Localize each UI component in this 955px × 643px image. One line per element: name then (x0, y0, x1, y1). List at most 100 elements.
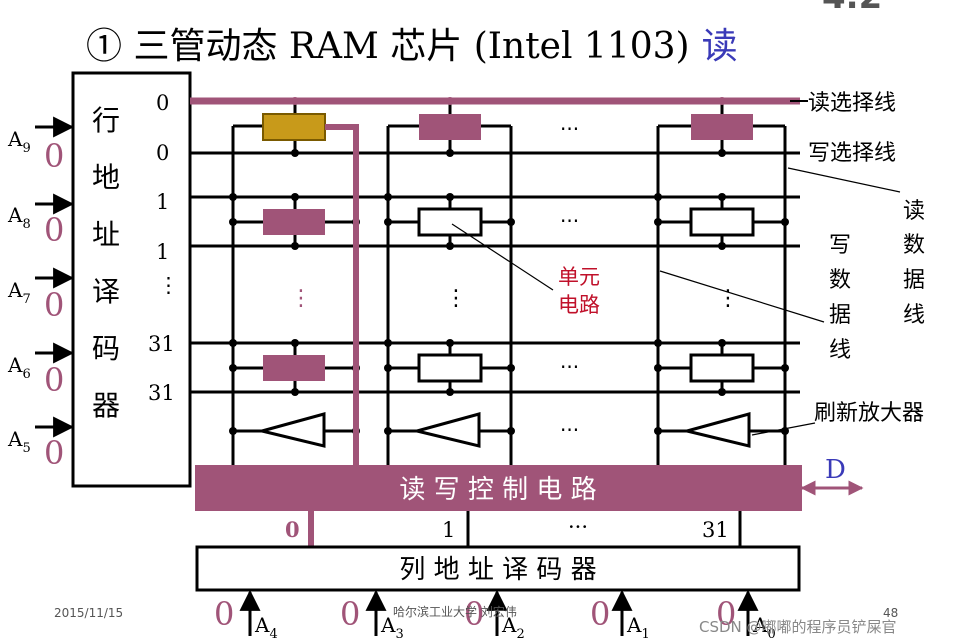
svg-text:数: 数 (829, 268, 851, 293)
address-input-a8: A8 0 (7, 193, 75, 249)
svg-text:A7: A7 (7, 278, 31, 307)
svg-text:0: 0 (716, 595, 736, 633)
memory-cell-active (262, 113, 326, 141)
svg-text:0: 0 (44, 286, 64, 324)
svg-text:译: 译 (92, 275, 120, 308)
svg-text:数: 数 (903, 233, 925, 258)
title-highlight: 读 (702, 26, 738, 67)
svg-text:0: 0 (44, 434, 64, 472)
refresh-amplifiers (261, 412, 751, 448)
footer-source: 哈尔滨工业大学 刘宏伟 (393, 604, 517, 619)
svg-text:A9: A9 (7, 127, 31, 156)
svg-text:0: 0 (156, 141, 169, 165)
svg-text:器: 器 (92, 389, 120, 422)
svg-text:⋮: ⋮ (158, 273, 179, 297)
memory-cell (417, 207, 483, 237)
column-address-inputs: 0 A4 0 A3 0 A2 0 A1 0 A0 (214, 589, 776, 642)
cell-circuit-label: 单元电路 (558, 265, 600, 317)
svg-text:0: 0 (285, 517, 300, 542)
junction-dots (229, 97, 789, 435)
svg-text:···: ··· (560, 355, 579, 379)
cell-hdots: ··· ··· ··· ··· (560, 117, 579, 442)
write-data-line-label: 写 数 据 线 (829, 233, 851, 363)
svg-text:31: 31 (148, 381, 175, 405)
write-select-label: 写选择线 (808, 141, 896, 166)
memory-cell (263, 355, 325, 381)
svg-text:0: 0 (44, 211, 64, 249)
column-labels: 0 1 ··· 31 (285, 515, 729, 542)
memory-cell (691, 114, 753, 140)
read-path-highlight (325, 124, 359, 470)
read-data-line-label: 读 数 据 线 (903, 199, 925, 328)
svg-text:···: ··· (560, 117, 579, 141)
memory-cell (417, 353, 483, 383)
address-input-a0: 0 A0 (716, 589, 776, 642)
address-input-a9: A9 0 (7, 116, 75, 175)
svg-text:1: 1 (156, 190, 169, 214)
svg-text:0: 0 (340, 595, 360, 633)
address-input-a5: A5 0 (7, 416, 75, 472)
svg-text:⋮: ⋮ (290, 286, 312, 311)
address-input-a2: 0 A2 (464, 589, 525, 642)
svg-text:0: 0 (44, 137, 64, 175)
svg-text:A5: A5 (7, 427, 31, 456)
data-pin-label: D (825, 455, 846, 485)
address-input-a6: A6 0 (7, 342, 75, 399)
page-title: ① 三管动态 RAM 芯片 (Intel 1103)读 (86, 26, 738, 67)
refresh-amp-label: 刷新放大器 (814, 401, 924, 426)
svg-text:⋮: ⋮ (717, 286, 739, 311)
svg-text:0: 0 (214, 595, 234, 633)
refresh-amplifier (686, 412, 751, 448)
svg-text:A1: A1 (626, 613, 650, 642)
svg-text:址: 址 (92, 218, 120, 251)
refresh-amplifier (261, 412, 326, 448)
column-lines (231, 101, 787, 465)
svg-text:地: 地 (92, 161, 120, 194)
svg-text:0: 0 (590, 595, 610, 633)
row-address-inputs: A9 0 A8 0 A7 0 A6 0 A5 0 (7, 116, 75, 472)
svg-text:···: ··· (560, 209, 579, 233)
svg-text:0: 0 (464, 595, 484, 633)
svg-text:据: 据 (829, 303, 851, 328)
column-select-lines (466, 511, 742, 547)
row-labels: 0 0 1 1 ⋮ 31 31 (148, 91, 179, 405)
address-input-a7: A7 0 (7, 267, 75, 324)
svg-text:0: 0 (156, 91, 169, 115)
svg-text:A8: A8 (7, 203, 31, 232)
memory-cell (419, 114, 481, 140)
svg-text:⋮: ⋮ (445, 286, 467, 311)
svg-text:31: 31 (702, 518, 729, 542)
footer-page-number: 48 (883, 606, 898, 620)
svg-text:线: 线 (829, 338, 851, 363)
section-number: 4.2 (822, 0, 882, 17)
row-decoder-label: 行 地 址 译 码 器 (92, 104, 120, 422)
refresh-amplifier (416, 412, 481, 448)
svg-text:行: 行 (92, 104, 120, 137)
row-decoder-box (71, 71, 192, 488)
svg-text:1: 1 (156, 240, 169, 264)
footer-date: 2015/11/15 (54, 606, 123, 620)
column-decoder-box (195, 545, 801, 592)
svg-text:A0: A0 (752, 613, 776, 642)
svg-text:1: 1 (442, 518, 455, 542)
rw-control-label: 读 写 控 制 电 路 (399, 475, 596, 505)
svg-text:0: 0 (44, 361, 64, 399)
svg-text:写: 写 (829, 233, 851, 258)
memory-cells (262, 113, 755, 383)
svg-text:···: ··· (560, 418, 579, 442)
memory-cell (689, 207, 755, 237)
memory-cell (689, 353, 755, 383)
read-select-label: 读选择线 (808, 91, 896, 116)
memory-cell (263, 209, 325, 235)
svg-text:A2: A2 (501, 613, 525, 642)
svg-text:码: 码 (92, 332, 120, 365)
cell-vdots: ⋮ ⋮ ⋮ (290, 286, 739, 311)
svg-text:A6: A6 (7, 353, 31, 382)
address-input-a3: 0 A3 (340, 589, 404, 642)
svg-text:据: 据 (903, 268, 925, 293)
rw-control-box (195, 465, 802, 511)
svg-text:31: 31 (148, 332, 175, 356)
svg-text:线: 线 (903, 303, 925, 328)
leader-lines (451, 167, 901, 436)
